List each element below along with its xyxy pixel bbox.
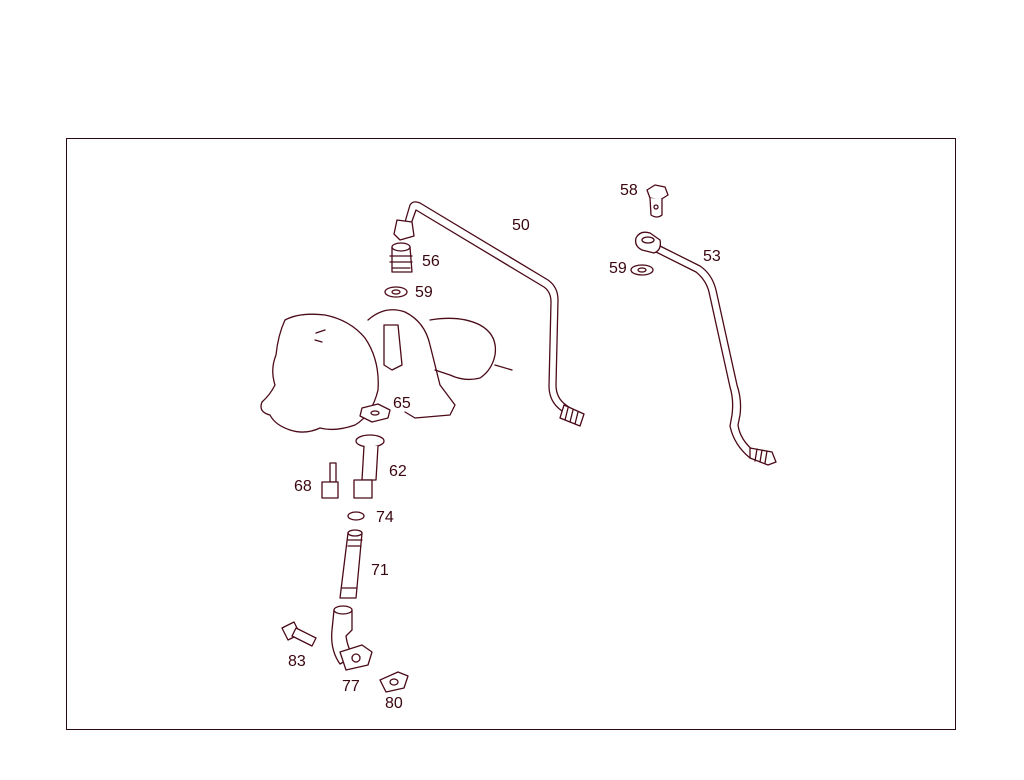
oil-return-pipe-62 bbox=[353, 434, 385, 499]
label-part-56: 56 bbox=[422, 253, 440, 270]
label-part-62: 62 bbox=[389, 463, 407, 480]
label-part-53: 53 bbox=[703, 248, 721, 265]
oil-feed-pipe-50 bbox=[393, 201, 585, 427]
o-ring-74 bbox=[347, 511, 365, 521]
fitting-68 bbox=[321, 462, 339, 499]
gasket-65 bbox=[359, 403, 391, 423]
turbocharger bbox=[260, 309, 513, 433]
tube-71 bbox=[339, 529, 363, 599]
label-part-68: 68 bbox=[294, 478, 312, 495]
bolt-83 bbox=[281, 621, 317, 647]
washer-59-left bbox=[384, 286, 408, 298]
label-part-58: 58 bbox=[620, 182, 638, 199]
label-part-59-right: 59 bbox=[609, 260, 627, 277]
gasket-80 bbox=[379, 671, 409, 693]
oil-pipe-53 bbox=[634, 231, 777, 466]
label-part-59-left: 59 bbox=[415, 284, 433, 301]
label-part-83: 83 bbox=[288, 653, 306, 670]
washer-59-right bbox=[630, 264, 654, 276]
label-part-65: 65 bbox=[393, 395, 411, 412]
banjo-bolt-58 bbox=[646, 184, 669, 218]
union-fitting-56 bbox=[389, 242, 413, 273]
label-part-50: 50 bbox=[512, 217, 530, 234]
label-part-71: 71 bbox=[371, 562, 389, 579]
label-part-80: 80 bbox=[385, 695, 403, 712]
diagram-frame bbox=[66, 138, 956, 730]
elbow-77 bbox=[331, 605, 373, 671]
label-part-74: 74 bbox=[376, 509, 394, 526]
label-part-77: 77 bbox=[342, 678, 360, 695]
